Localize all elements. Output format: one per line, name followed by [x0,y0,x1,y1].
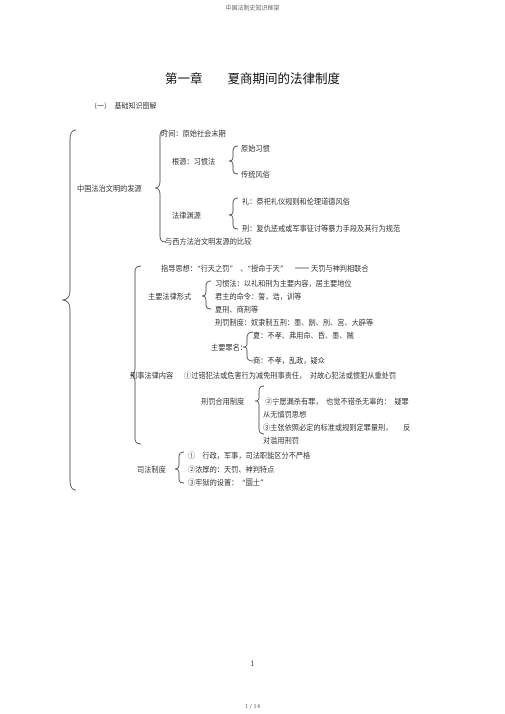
origin-rites: 礼：祭祀礼仪规则和伦理道德风俗 [242,197,350,206]
apply-item-3: ③主张依照必定的标准或规则定罪量刑， 反 [263,423,411,432]
penalty-system: 刑罚制度：奴隶制五刑：墨、劓、刖、宫、大辟等 [215,318,374,327]
apply-item-2b: 从无慎罚思想 [263,410,307,419]
crimes-label: 主要罪名： [211,343,247,352]
legal-source-brace [228,197,239,230]
judicial-item-1: ① 行政，军事，司法职能区分不严格 [188,451,311,460]
crimes-brace [242,331,254,362]
apply-label: 刑罚合用制度 [201,397,245,406]
judicial-item-3: ③牢狱的设置： “圜土” [188,478,264,487]
guiding-thought: 指导思想：“行天之罚” 、“授命于天” [161,264,284,273]
origin-legal-source: 法律渊源 [172,211,201,220]
origin-punish: 刑：复仇惩戒或军事征讨等暴力手段及其行为规范 [242,224,401,233]
origin-source-item-1: 原始习惯 [241,144,270,153]
forms-brace [201,280,212,310]
form-item-1: 习惯法：以礼和刑为主要内容，居主要地位 [215,279,352,288]
page-footer: 1 / 14 [244,704,261,710]
page-number: 1 [250,660,255,668]
outer-brace [61,129,77,491]
judicial-item-2: ②浓厚的：天罚、神判特点 [188,465,275,474]
chapter-title: 第一章 夏商期间的法律制度 [164,71,340,86]
guiding-thought-tail: 天罚与神判相联合 [311,264,369,273]
form-item-3: 夏刑、商刑等 [215,305,259,314]
section-heading: （一） 基础知识图解 [90,102,157,110]
origin-compare: 与西方法治文明发源的比较 [165,237,252,246]
judicial-brace [174,451,185,484]
origin-label: 中国法治文明的发源 [77,184,142,193]
origin-source-item-2: 传统风俗 [241,170,270,179]
judicial-label: 司法制度 [137,465,166,474]
crime-shang: 商：不孝，乱政，疑众 [253,356,325,365]
source-brace [228,145,239,175]
apply-item-2: ②宁愿漏杀有罪， 也觉不错杀无辜的： 疑罪 [265,397,409,406]
crime-xia: 夏：不孝、弗用命、昏、墨、贼 [253,331,354,340]
page-header: 中国法制史知识框架 [225,5,280,12]
origin-brace [154,129,167,243]
criminal-content-label: 刑事法律内容 [130,371,174,380]
apply-brace [254,385,265,435]
apply-item-3b: 对滥用刑罚 [263,436,299,445]
criminal-brace [129,265,142,445]
forms-label: 主要法律形式 [148,292,192,301]
origin-source: 根源：习惯法 [172,157,216,166]
origin-time: 时间：原始社会末期 [161,129,226,138]
apply-item-1: ①过错犯法或危害行为减免刑事责任， 对故心犯法或惯犯从重处罚 [184,371,397,380]
form-item-2: 君主的命令：誓，诰，训等 [215,292,302,301]
